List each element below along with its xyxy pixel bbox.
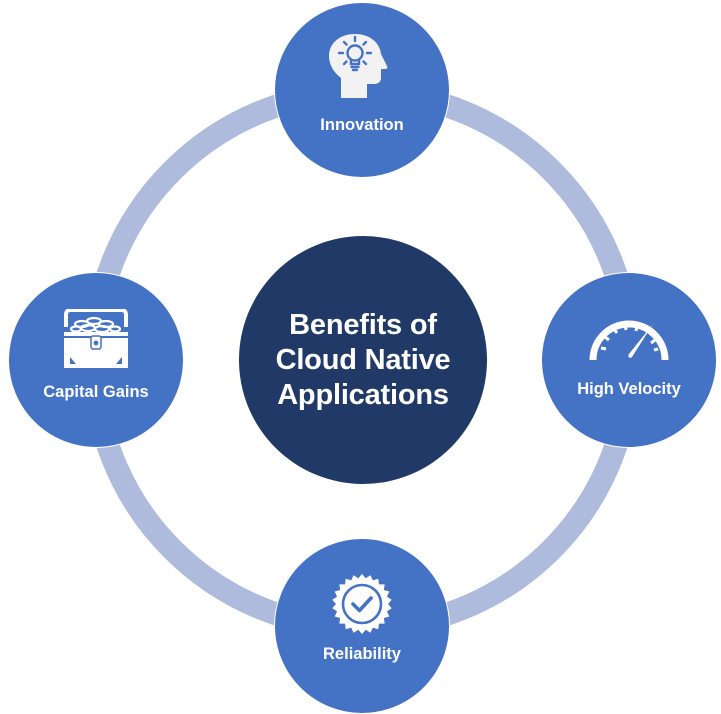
node-reliability: Reliability [274, 538, 450, 714]
speedometer-icon [589, 320, 669, 360]
head-lightbulb-icon [329, 33, 388, 98]
node-reliability-label: Reliability [323, 644, 401, 663]
node-capital-gains: Capital Gains [8, 272, 184, 448]
node-innovation: Innovation [274, 2, 450, 178]
hub-title-line-2: Cloud Native [275, 343, 451, 376]
hub-title-line-3: Applications [277, 378, 449, 411]
badge-check-icon [332, 573, 392, 634]
node-high-velocity-label: High Velocity [577, 379, 681, 398]
node-capital-gains-label: Capital Gains [43, 382, 149, 401]
central-hub: Benefits of Cloud Native Applications [239, 236, 487, 484]
treasure-chest-icon [64, 308, 128, 368]
hub-title-line-1: Benefits of [289, 308, 437, 341]
node-innovation-label: Innovation [320, 115, 404, 134]
node-high-velocity: High Velocity [541, 272, 717, 448]
